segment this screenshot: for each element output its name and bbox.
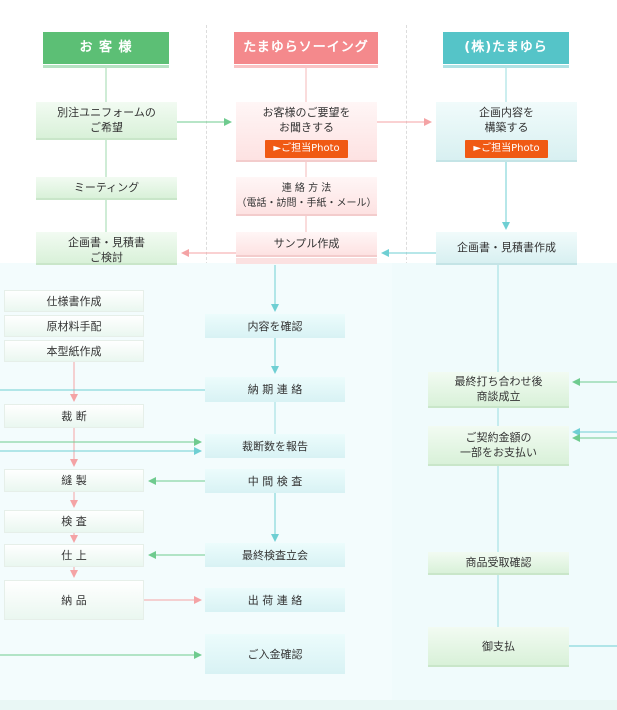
step-sample: サンプル作成	[236, 232, 377, 257]
column-divider	[406, 25, 407, 265]
header-underline	[43, 65, 169, 68]
step-payment-confirm: ご入金確認	[205, 634, 345, 674]
step-delivery-contact: 納 期 連 絡	[205, 377, 345, 402]
step-cut: 裁 断	[4, 404, 144, 428]
step-pattern: 本型紙作成	[4, 340, 144, 362]
header-customer-label: お 客 様	[79, 40, 133, 55]
step-estimate: 企画書・見積書作成	[436, 232, 577, 265]
step-cut-report: 裁断数を報告	[205, 434, 345, 458]
step-finish: 仕 上	[4, 544, 144, 567]
step-deliver: 納 品	[4, 580, 144, 620]
step-pay: 御支払	[428, 627, 569, 667]
step-sew: 縫 製	[4, 469, 144, 492]
header-underline	[234, 65, 378, 68]
step-request: 別注ユニフォームの ご希望	[36, 102, 177, 140]
step-receive: 商品受取確認	[428, 552, 569, 575]
bottom-strip	[0, 700, 617, 710]
step-sample-shadow	[236, 258, 377, 264]
photo-link[interactable]: ►ご担当Photo	[265, 139, 348, 158]
step-contact-method: 連 絡 方 法 （電話・訪問・手紙・メール）	[236, 177, 377, 216]
photo-link[interactable]: ►ご担当Photo	[465, 139, 548, 158]
step-meeting: ミーティング	[36, 177, 177, 200]
header-tamayura: (株)たまゆら	[443, 32, 569, 68]
step-agree: 最終打ち合わせ後 商談成立	[428, 372, 569, 408]
step-hear: お客様のご要望を お聞きする ►ご担当Photo	[236, 102, 377, 162]
step-confirm: 内容を確認	[205, 314, 345, 338]
step-deposit: ご契約金額の 一部をお支払い	[428, 426, 569, 466]
step-ship-contact: 出 荷 連 絡	[205, 588, 345, 612]
step-plan-label: 企画内容を 構築する	[479, 105, 534, 134]
step-material: 原材料手配	[4, 315, 144, 337]
step-hear-label: お客様のご要望を お聞きする	[262, 105, 351, 134]
step-plan: 企画内容を 構築する ►ご担当Photo	[436, 102, 577, 162]
header-underline	[443, 65, 569, 68]
header-sewing: たまゆらソーイング	[234, 32, 378, 68]
header-customer: お 客 様	[43, 32, 169, 68]
header-tamayura-label: (株)たまゆら	[464, 40, 548, 55]
step-final-inspect: 最終検査立会	[205, 543, 345, 567]
header-sewing-label: たまゆらソーイング	[243, 40, 369, 55]
column-divider	[206, 25, 207, 265]
step-inspect: 検 査	[4, 510, 144, 533]
step-mid-inspect: 中 間 検 査	[205, 469, 345, 493]
step-spec: 仕様書作成	[4, 290, 144, 312]
step-review: 企画書・見積書 ご検討	[36, 232, 177, 265]
